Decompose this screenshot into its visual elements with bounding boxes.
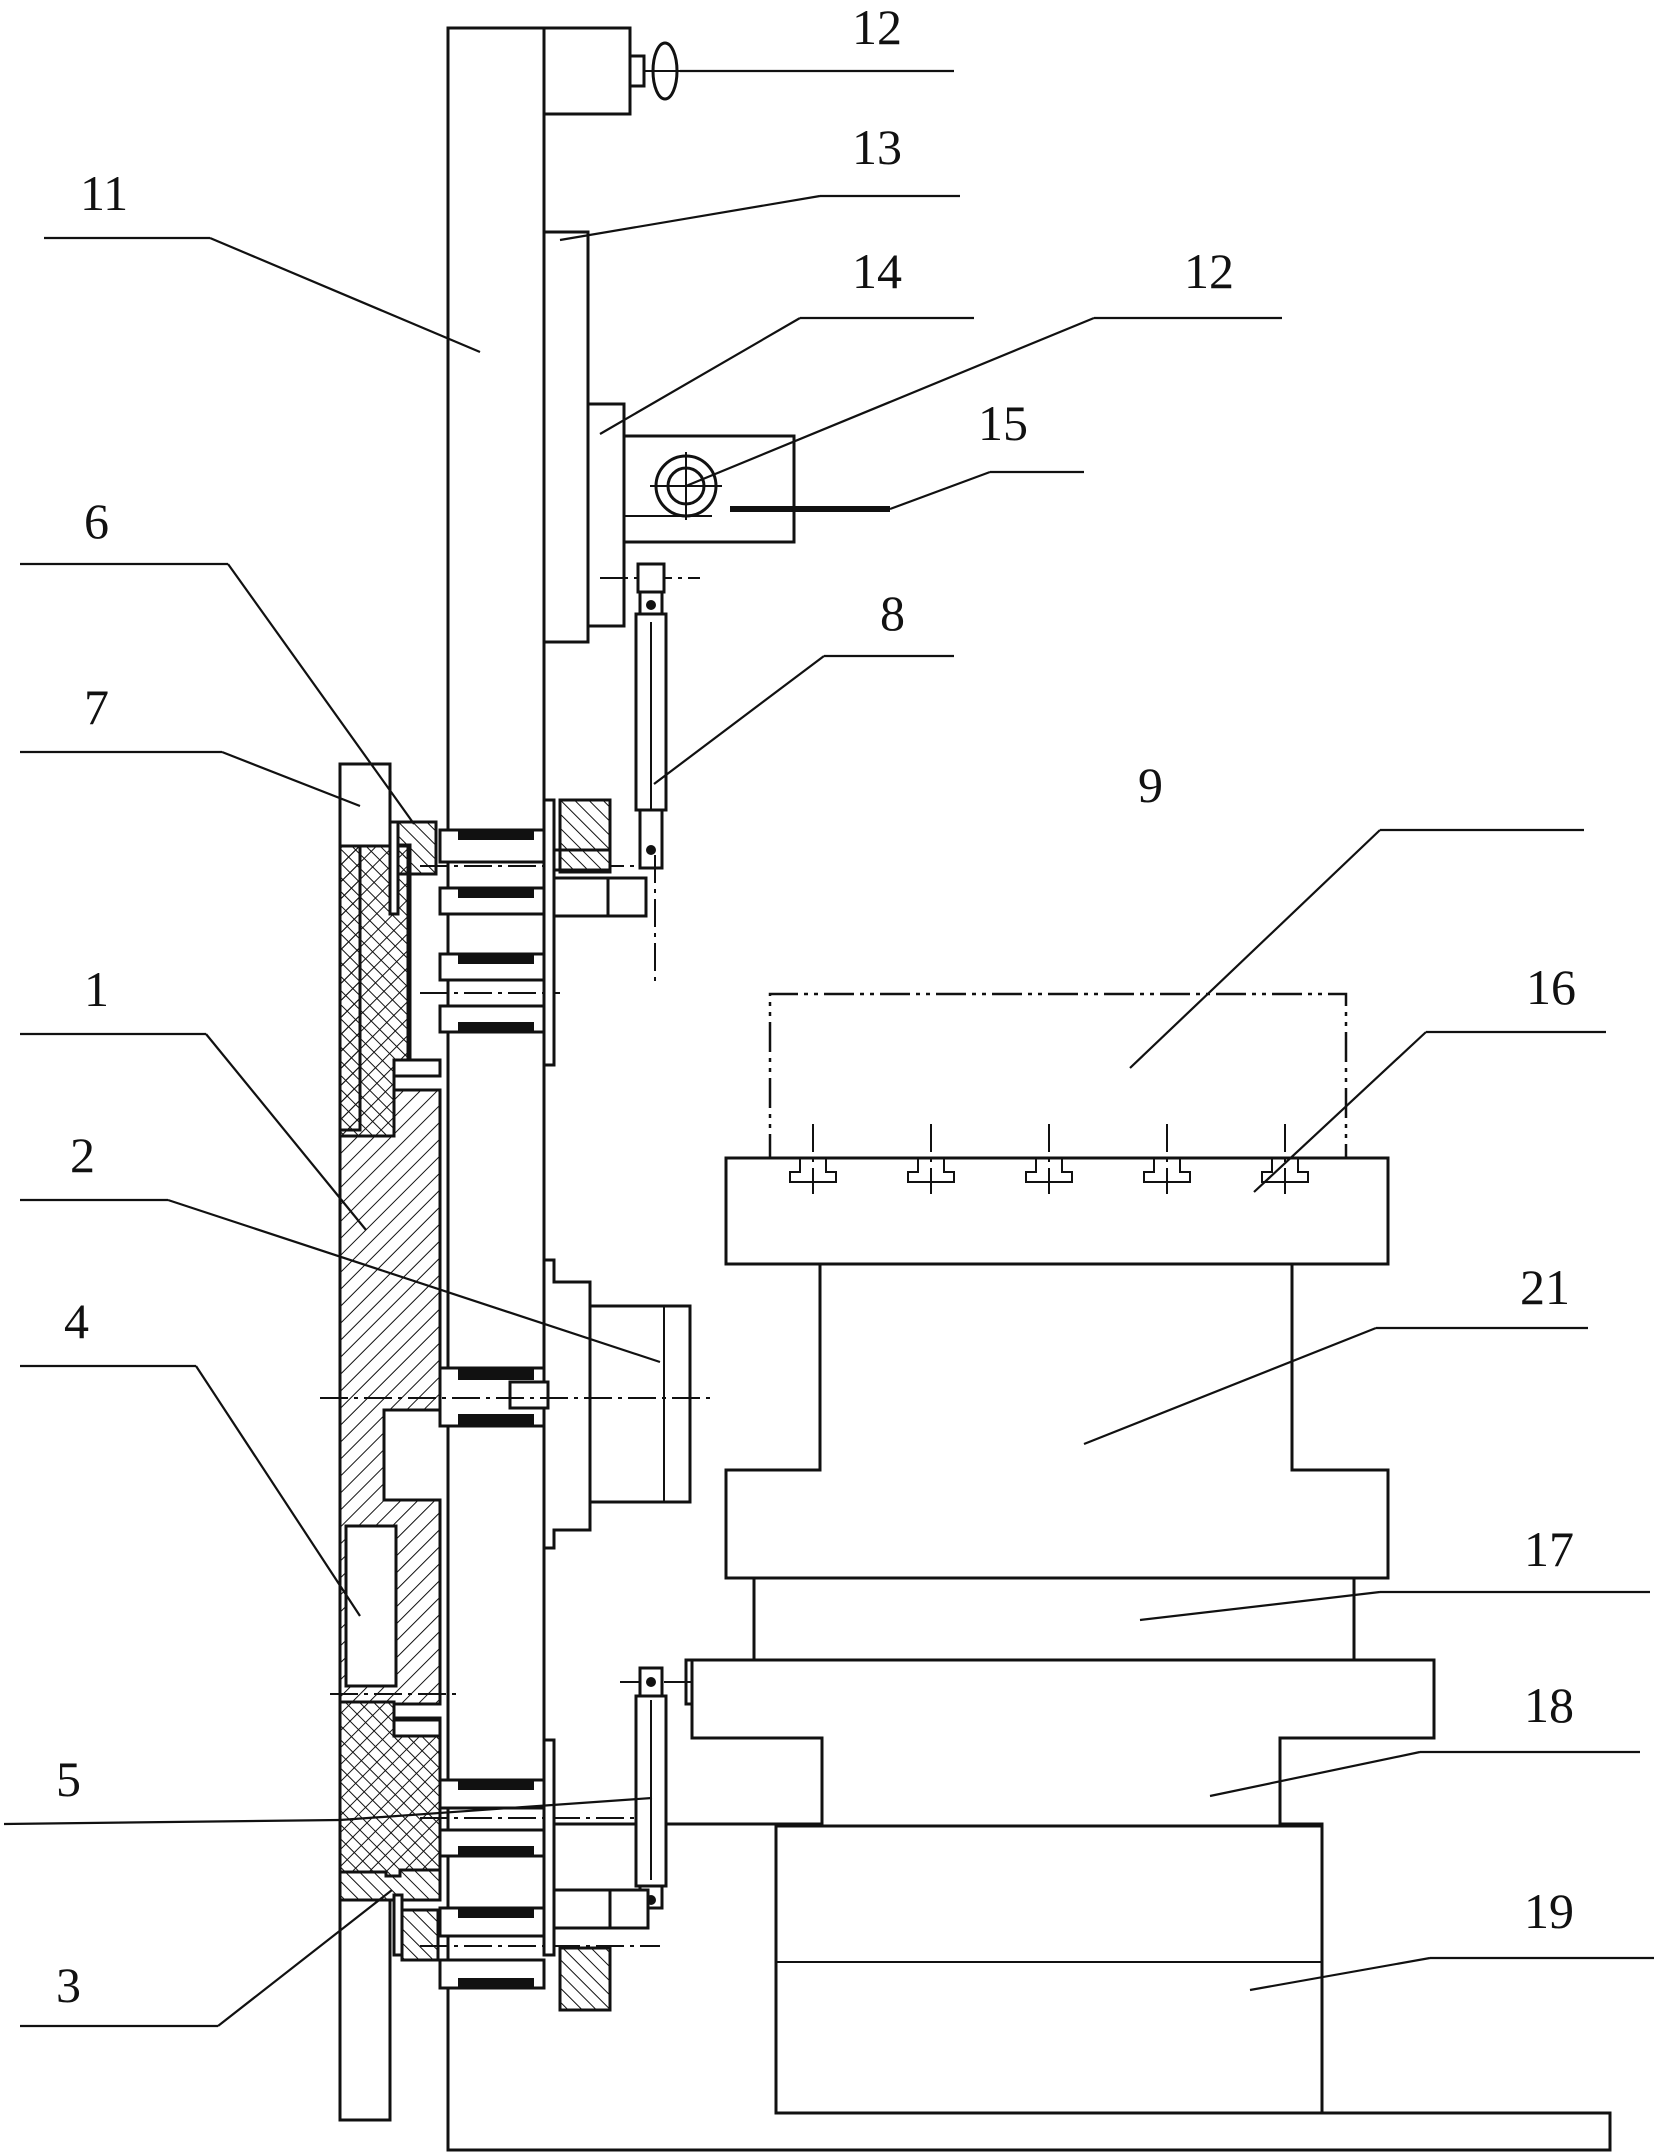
label-8: 8 — [880, 585, 905, 641]
plate-lower-part — [338, 1898, 392, 2122]
body-21 — [724, 1262, 1390, 1580]
label-4: 4 — [64, 1293, 89, 1349]
label-3: 3 — [56, 1957, 81, 2013]
label-19: 19 — [1524, 1883, 1574, 1939]
base-18 — [690, 1658, 1436, 1828]
upper-shaft-assembly — [420, 798, 648, 1067]
lower-clamp-block — [338, 1700, 442, 1962]
label-6: 6 — [84, 493, 109, 549]
table-16 — [724, 1124, 1390, 1266]
label-13: 13 — [852, 119, 902, 175]
label-17: 17 — [1524, 1521, 1574, 1577]
label-21: 21 — [1520, 1259, 1570, 1315]
label-9: 9 — [1138, 757, 1163, 813]
lower-shaft-assembly — [420, 1738, 660, 2012]
upper-clamp-block — [338, 762, 442, 1138]
label-12-mid: 12 — [1184, 243, 1234, 299]
label-7: 7 — [84, 679, 109, 735]
slide-17 — [752, 1576, 1356, 1662]
label-14: 14 — [852, 243, 902, 299]
label-2: 2 — [70, 1127, 95, 1183]
label-1: 1 — [84, 961, 109, 1017]
bed-19 — [774, 1824, 1324, 2115]
upper-link-rod-8 — [600, 562, 700, 985]
motor-2-assembly — [320, 1258, 715, 1550]
workpiece-9 — [768, 992, 1348, 1164]
label-11: 11 — [80, 165, 128, 221]
guide-plate-13 — [542, 230, 626, 644]
label-15: 15 — [978, 395, 1028, 451]
slider-block-14 — [622, 434, 890, 544]
label-12-top: 12 — [852, 0, 902, 55]
top-motor-pulley — [542, 26, 680, 116]
label-18: 18 — [1524, 1677, 1574, 1733]
label-5: 5 — [56, 1751, 81, 1807]
label-16: 16 — [1526, 959, 1576, 1015]
part-labels: 12 13 11 14 12 15 6 8 7 9 1 16 2 21 4 17… — [56, 0, 1576, 2013]
leader-lines — [3, 69, 1654, 2028]
